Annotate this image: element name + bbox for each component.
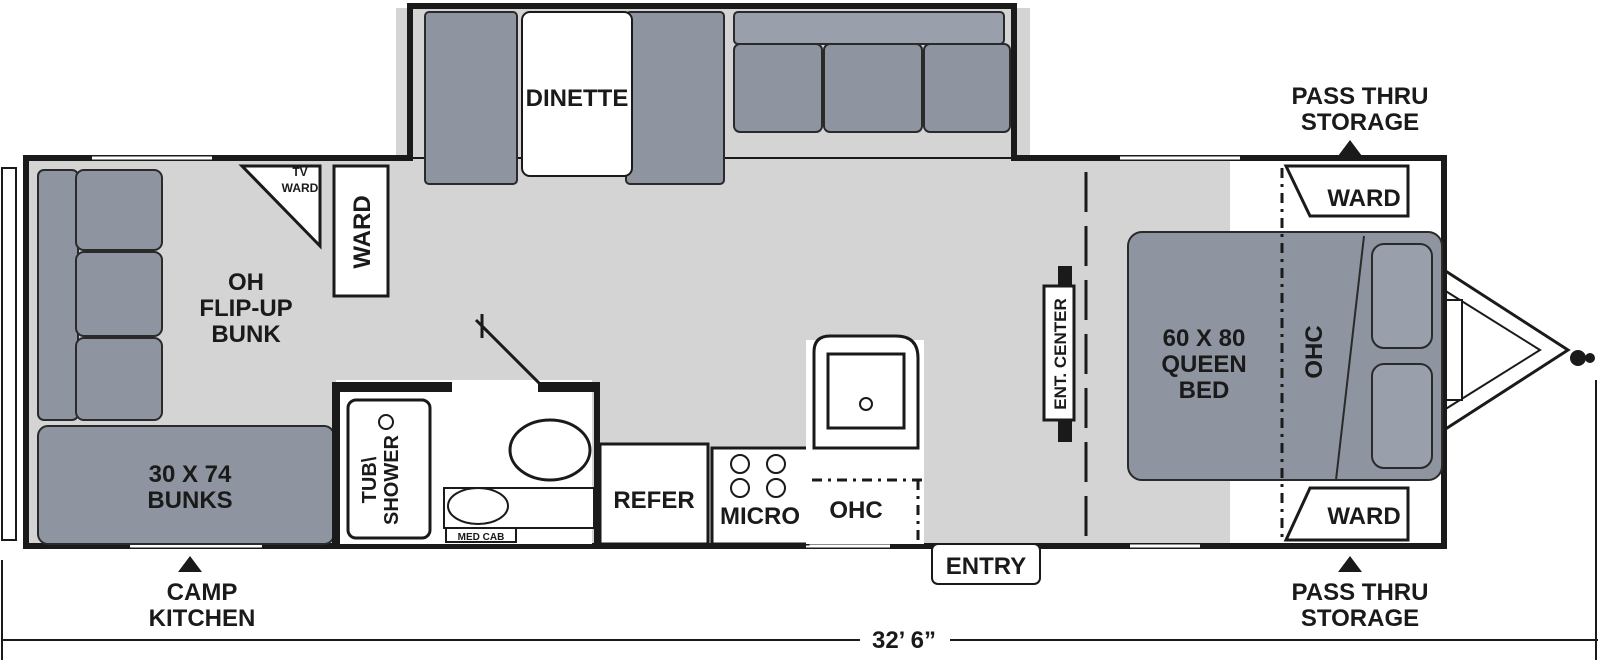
tub-label-2: SHOWER	[381, 434, 403, 525]
pass-thru-top-1: PASS THRU	[1292, 83, 1429, 110]
door-handle-icon	[474, 314, 490, 338]
bath-wall-right	[538, 382, 596, 392]
bunk-label-3: BUNK	[211, 321, 281, 348]
dinette-bench-left	[424, 11, 518, 185]
sofa-back	[733, 11, 1005, 45]
bath-wall-kitchen	[594, 382, 600, 544]
toilet	[508, 418, 592, 482]
pass-thru-bottom-2: STORAGE	[1301, 605, 1419, 632]
arrow-up-icon-camp	[178, 556, 202, 572]
faucet-drain-icon	[859, 397, 873, 411]
ohc-kitchen-label: OHC	[829, 497, 882, 524]
front-ward	[332, 164, 390, 298]
dinette-bench-right	[625, 11, 725, 185]
pass-thru-top-2: STORAGE	[1301, 109, 1419, 136]
camp-kitchen-label-2: KITCHEN	[149, 605, 256, 632]
entry-label: ENTRY	[946, 553, 1026, 580]
ent-center	[1042, 284, 1076, 422]
tv-ward-label-2: WARD	[282, 181, 319, 195]
bed-sheet-fold	[1335, 235, 1365, 481]
ent-center-label: ENT. CENTER	[1051, 298, 1070, 409]
pillow-1	[1371, 243, 1433, 349]
bunk-label-2: FLIP-UP	[199, 295, 292, 322]
bunk-sofa-cushion-2	[75, 251, 163, 337]
pass-thru-bottom-1: PASS THRU	[1292, 579, 1429, 606]
queen-bed-label-3: BED	[1179, 377, 1230, 404]
entry-step	[931, 543, 1041, 585]
bunk-sofa-back	[37, 169, 79, 421]
bunk-sofa-cushion-3	[75, 337, 163, 421]
burner-icons	[730, 454, 786, 498]
tv-ward-cabinet	[238, 164, 322, 250]
ward-bottom	[1283, 486, 1410, 542]
sofa-cushion-3	[923, 43, 1011, 133]
length-dimension-label: 32’ 6”	[872, 627, 936, 654]
med-cab-label: MED CAB	[458, 532, 505, 543]
bunks-label-2: BUNKS	[147, 487, 232, 514]
refrigerator	[598, 442, 710, 546]
micro-label: MICRO	[720, 503, 800, 530]
queen-bed-label-1: 60 X 80	[1163, 325, 1246, 352]
bunk-sofa-cushion-1	[75, 169, 163, 251]
drain-icon	[378, 414, 394, 430]
queen-bed-label-2: QUEEN	[1161, 351, 1246, 378]
pillow-2	[1371, 363, 1433, 469]
refer-label: REFER	[613, 487, 694, 514]
med-cab	[445, 527, 517, 543]
bunks-label-1: 30 X 74	[149, 461, 232, 488]
tv-ward-label-1: TV	[292, 165, 307, 179]
bath-door	[480, 324, 542, 386]
bath-sink	[447, 487, 509, 525]
dinette-label: DINETTE	[526, 85, 629, 112]
ward-top	[1283, 164, 1410, 218]
tub-label-1: TUB\	[359, 456, 381, 503]
sofa-cushion-2	[823, 43, 923, 133]
bath-wall-left	[332, 382, 452, 392]
bath-wall-side	[332, 382, 340, 544]
ward-top-label: WARD	[1327, 185, 1400, 212]
camp-kitchen-panel	[1, 167, 17, 541]
camp-kitchen-label-1: CAMP	[167, 579, 238, 606]
ward-bottom-label: WARD	[1327, 503, 1400, 530]
sofa-cushion-1	[733, 43, 823, 133]
ohc-bedroom-label: OHC	[1301, 325, 1328, 378]
tub-shower	[346, 398, 432, 540]
dimension-line	[1, 380, 1598, 660]
arrow-down-icon-top	[1338, 140, 1362, 156]
kitchen-sink	[826, 352, 906, 430]
queen-bed	[1127, 231, 1443, 481]
dinette-table	[521, 11, 633, 177]
bunk-label-1: OH	[228, 269, 264, 296]
arrow-up-icon-bottom	[1338, 556, 1362, 572]
hitch-a-frame	[1443, 268, 1595, 432]
front-ward-label: WARD	[349, 195, 376, 268]
stove-micro	[710, 446, 810, 546]
